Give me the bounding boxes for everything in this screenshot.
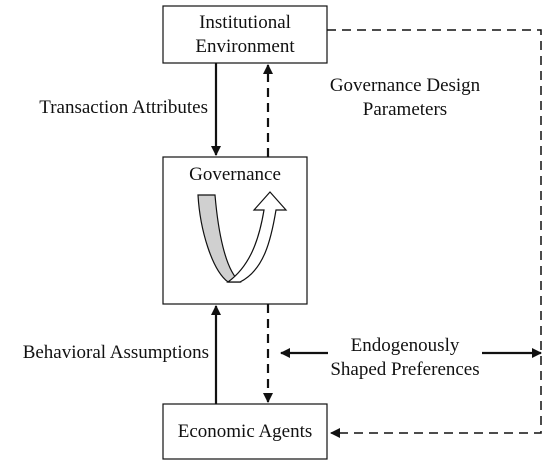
economic-agents-title: Economic Agents: [177, 421, 313, 442]
transaction-attributes-label: Transaction Attributes: [8, 96, 208, 120]
institutional-line-2: Environment: [195, 36, 295, 57]
economic-agents-label: Economic Agents: [163, 420, 327, 444]
endogenous-preferences-label: Endogenously Shaped Preferences: [326, 334, 484, 382]
governance-design-line-1: Governance Design: [329, 75, 481, 96]
behavioral-assumptions-label: Behavioral Assumptions: [4, 341, 209, 365]
endogenous-line-1: Endogenously: [350, 335, 460, 356]
institutional-environment-label: Institutional Environment: [163, 11, 327, 59]
governance-label: Governance: [163, 163, 307, 187]
governance-title: Governance: [189, 164, 281, 185]
behavioral-assumptions-text: Behavioral Assumptions: [22, 342, 209, 363]
governance-design-line-2: Parameters: [362, 99, 448, 120]
governance-design-label: Governance Design Parameters: [300, 74, 510, 122]
institutional-environment-box: [162, 5, 328, 64]
feedback-loop-dashed: [327, 29, 542, 438]
endogenous-line-2: Shaped Preferences: [330, 359, 480, 380]
institutional-line-1: Institutional: [199, 12, 291, 33]
economic-agents-box: [162, 403, 328, 460]
u-turn-arrow-icon: [197, 191, 288, 283]
transaction-attributes-text: Transaction Attributes: [39, 97, 208, 118]
